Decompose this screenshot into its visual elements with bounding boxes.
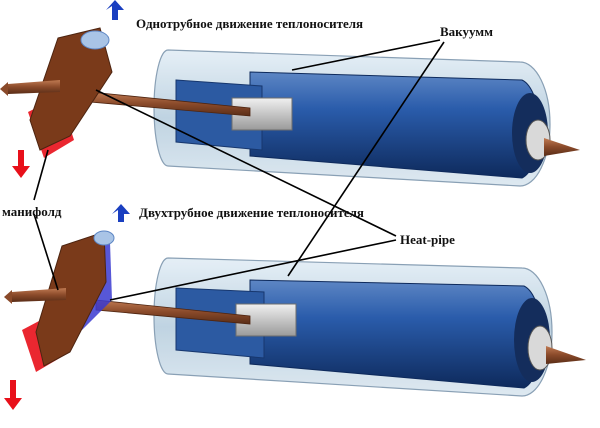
top-manifold-body [29,27,113,151]
top-collector [89,49,580,187]
bottom-collector [95,257,586,397]
bottom-hot-arrow [4,380,22,410]
bottom-cold-arrow [112,204,130,222]
top-manifold-port [80,30,110,50]
leader-vacuum-top [291,39,441,71]
bottom-manifold-port [93,230,115,246]
leader-manifold-up [33,149,49,201]
top-cold-arrow [106,0,124,20]
leader-lines [33,39,445,301]
label-double-pipe: Двухтрубное движение теплоносителя [139,205,364,220]
label-single-pipe: Однотрубное движение теплоносителя [136,16,364,31]
bottom-tip [546,346,586,364]
top-inlet-stub [8,80,60,94]
bottom-inlet-stub [12,288,66,302]
label-manifold: манифолд [2,204,62,219]
leader-heatpipe-bottom [109,239,397,301]
label-heat-pipe: Heat-pipe [400,232,455,247]
top-inlet-tip [0,82,8,96]
leader-vacuum-bottom [287,41,445,277]
label-vacuum: Вакуумм [440,24,494,39]
bottom-manifold [4,204,130,410]
leader-heatpipe-top [95,89,397,237]
leader-manifold [33,213,59,291]
top-tip [544,138,580,156]
top-hot-arrow [12,150,30,178]
bottom-inlet-tip [4,290,12,304]
top-manifold [0,0,124,178]
